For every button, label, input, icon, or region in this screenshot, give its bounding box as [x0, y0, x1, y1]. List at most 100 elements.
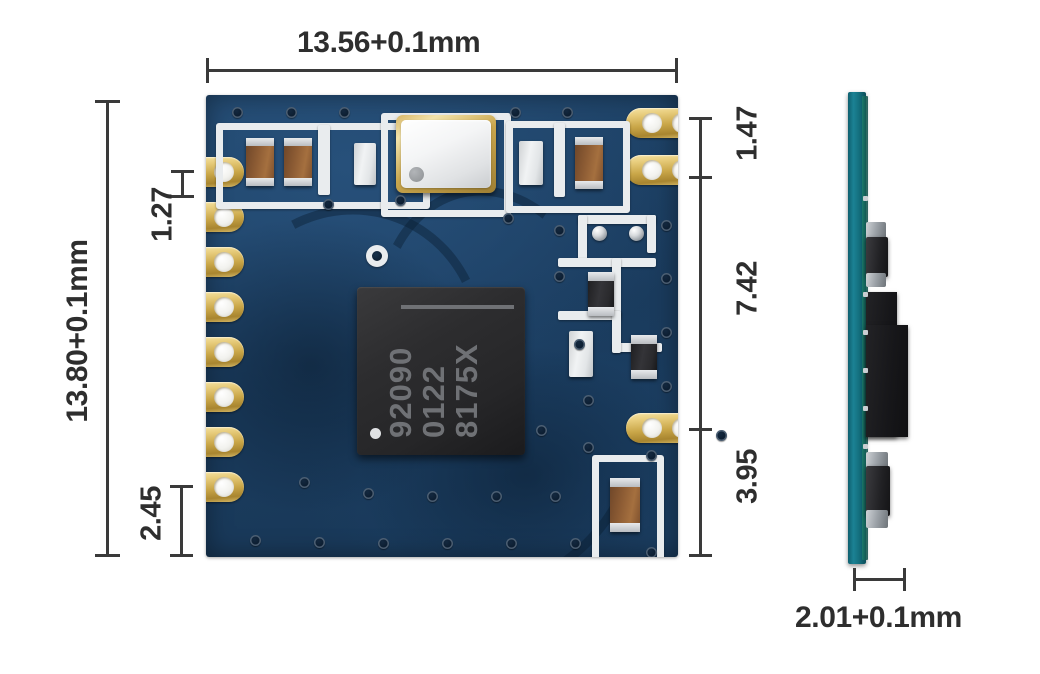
via-bot-7: [314, 537, 325, 548]
via-bot-2: [363, 488, 374, 499]
left-pad-4-hole: [214, 297, 234, 317]
right-tick-bottom: [689, 554, 712, 557]
side-pin-stub-1: [863, 196, 868, 201]
capacitor-c3-terminal-top: [575, 137, 603, 145]
ic-marking-line-2: 0122: [416, 365, 451, 438]
crystal-polarity-dot: [409, 167, 424, 182]
right-pad-3: [626, 413, 678, 443]
right-pad-1-hole-outer: [672, 113, 678, 133]
via-bot-6: [250, 535, 261, 546]
left-pitch-tick-top: [171, 170, 194, 173]
via-mid-5: [554, 271, 565, 282]
right-pad-3-hole: [642, 418, 662, 438]
right-pad-2-hole: [642, 160, 662, 180]
side-pin-stub-6: [863, 444, 868, 449]
left-pitch-tick-bottom: [171, 195, 194, 198]
right-pad-1: [626, 108, 678, 138]
left-pad-7: [206, 427, 244, 457]
via-bot-4: [491, 491, 502, 502]
left-lower-dimension-line: [180, 485, 183, 557]
right-pad-1-hole: [642, 113, 662, 133]
right-middle-segment-label: 7.42: [731, 261, 764, 316]
left-pad-5-hole: [214, 342, 234, 362]
silkscreen-trace-4: [558, 258, 656, 267]
right-tick-top: [689, 117, 712, 120]
resistor-r1-terminal-top: [588, 272, 614, 281]
side-component-shield-step: [866, 325, 908, 437]
left-pad-7-hole: [214, 432, 234, 452]
left-pad-3: [206, 247, 244, 277]
silkscreen-trace-8: [612, 311, 621, 353]
capacitor-c1-terminal-top: [246, 138, 274, 146]
ic-pin1-dot: [370, 428, 381, 439]
side-thickness-tick-left: [853, 568, 856, 591]
left-total-tick-top: [95, 100, 120, 103]
via-bot-3: [427, 491, 438, 502]
via-bot-9: [442, 538, 453, 549]
silkscreen-outline-right-top: [506, 121, 630, 213]
side-component-top-metal-2: [866, 273, 886, 287]
via-mid-11: [574, 339, 585, 350]
left-pad-6: [206, 382, 244, 412]
side-component-bottom-metal: [866, 452, 888, 470]
via-mid-15: [646, 450, 657, 461]
ic-marking-line-1: 92090: [383, 346, 418, 438]
via-mid-14: [536, 425, 547, 436]
via-bot-8: [378, 538, 389, 549]
silkscreen-divider-2: [554, 123, 565, 197]
top-width-dimension-line: [206, 69, 678, 72]
solder-bump-1: [592, 226, 607, 241]
side-component-bottom-body: [866, 466, 890, 516]
via-mid-3: [503, 213, 514, 224]
silkscreen-outline-right-bottom: [592, 455, 664, 557]
ic-marking-line-3: 8175X: [449, 343, 484, 438]
side-thickness-tick-right: [903, 568, 906, 591]
top-width-tick-right: [675, 58, 678, 83]
side-pin-stub-4: [863, 368, 868, 373]
silkscreen-trace-1: [578, 215, 656, 224]
left-total-dimension-line: [106, 100, 109, 557]
inductor-l1: [354, 143, 376, 185]
silkscreen-divider-1: [318, 125, 330, 195]
left-pad-8-hole: [214, 477, 234, 497]
via-top-3: [339, 107, 350, 118]
via-top-2: [286, 107, 297, 118]
capacitor-c2: [284, 138, 312, 186]
top-width-label: 13.56+0.1mm: [297, 26, 481, 59]
side-pin-stub-5: [863, 406, 868, 411]
left-pitch-label: 1.27: [146, 187, 179, 242]
via-top-1: [232, 107, 243, 118]
inductor-l2: [519, 141, 543, 185]
capacitor-c2-terminal-bottom: [284, 178, 312, 186]
resistor-r2-terminal-bottom: [631, 370, 657, 379]
via-bot-11: [570, 538, 581, 549]
side-component-bottom-metal-2: [866, 510, 888, 528]
via-bot-5: [550, 491, 561, 502]
left-total-tick-bottom: [95, 554, 120, 557]
capacitor-c4-terminal-top: [610, 478, 640, 487]
right-bottom-segment-label: 3.95: [731, 449, 764, 504]
capacitor-c3-terminal-bottom: [575, 181, 603, 189]
side-view-board-edge: [862, 96, 868, 560]
left-pad-8: [206, 472, 244, 502]
side-component-top-metal: [866, 222, 886, 240]
left-lower-tick-top: [170, 485, 193, 488]
via-mid-12: [583, 442, 594, 453]
via-mid-13: [583, 395, 594, 406]
via-top-4: [510, 107, 521, 118]
side-view-board: [848, 92, 866, 564]
left-pitch-dimension-line: [181, 170, 184, 198]
inductor-l3: [569, 331, 593, 377]
left-lower-label: 2.45: [135, 486, 168, 541]
left-total-height-label: 13.80+0.1mm: [61, 239, 94, 423]
via-mid-2: [395, 195, 406, 206]
via-mid-4: [554, 225, 565, 236]
via-bot-1: [299, 477, 310, 488]
via-mid-16: [646, 547, 657, 557]
crystal-oscillator: [396, 115, 496, 193]
right-pad-3-hole-outer: [672, 418, 678, 438]
left-pad-6-hole: [214, 387, 234, 407]
right-top-segment-label: 1.47: [731, 106, 764, 161]
via-near-ic-right: [716, 430, 727, 441]
